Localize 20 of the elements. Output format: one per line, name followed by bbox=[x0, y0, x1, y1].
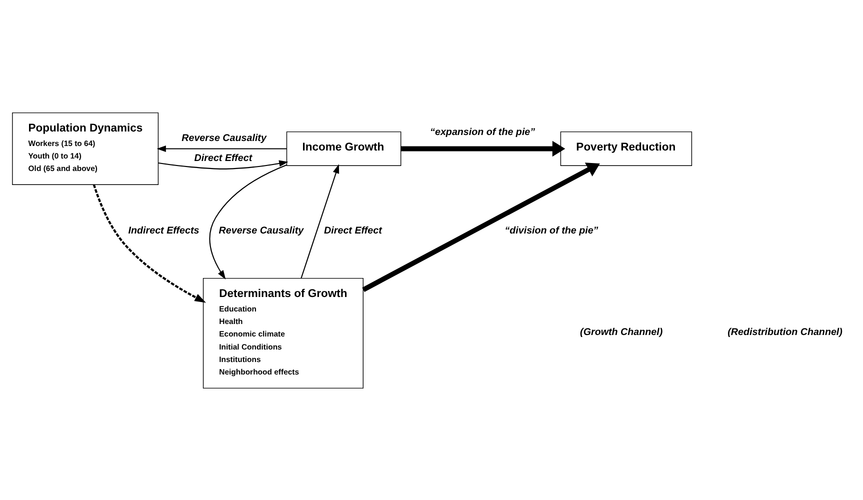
label: (Growth Channel) bbox=[580, 326, 662, 338]
arrow bbox=[400, 140, 565, 156]
node-box: Poverty Reduction bbox=[560, 130, 692, 166]
arrow bbox=[362, 162, 600, 292]
edge-label: “division of the pie” bbox=[504, 225, 598, 236]
arrow bbox=[92, 184, 206, 302]
edge-label: Reverse Causality bbox=[218, 225, 304, 236]
arrow bbox=[300, 164, 339, 278]
arrow bbox=[156, 145, 286, 152]
edge-label: Reverse Causality bbox=[181, 132, 266, 144]
node-box: Population Dynamics Workers (15 to 64) Youth (0 to 14) Old (65 and above) bbox=[12, 112, 158, 184]
arrow bbox=[208, 164, 286, 279]
node-box: Determinants of Growth Education Health Economic climate Initial Conditions Institutions Neighborhood effects bbox=[202, 277, 364, 388]
edge-label: “expansion of the pie” bbox=[430, 126, 535, 138]
arrow bbox=[158, 160, 288, 169]
node-box: Income Growth bbox=[286, 130, 401, 166]
edge-label: Direct Effect bbox=[324, 225, 382, 236]
edge-label: Direct Effect bbox=[194, 152, 252, 164]
edge-label: Indirect Effects bbox=[128, 225, 199, 236]
label: (Redistribution Channel) bbox=[727, 326, 842, 338]
